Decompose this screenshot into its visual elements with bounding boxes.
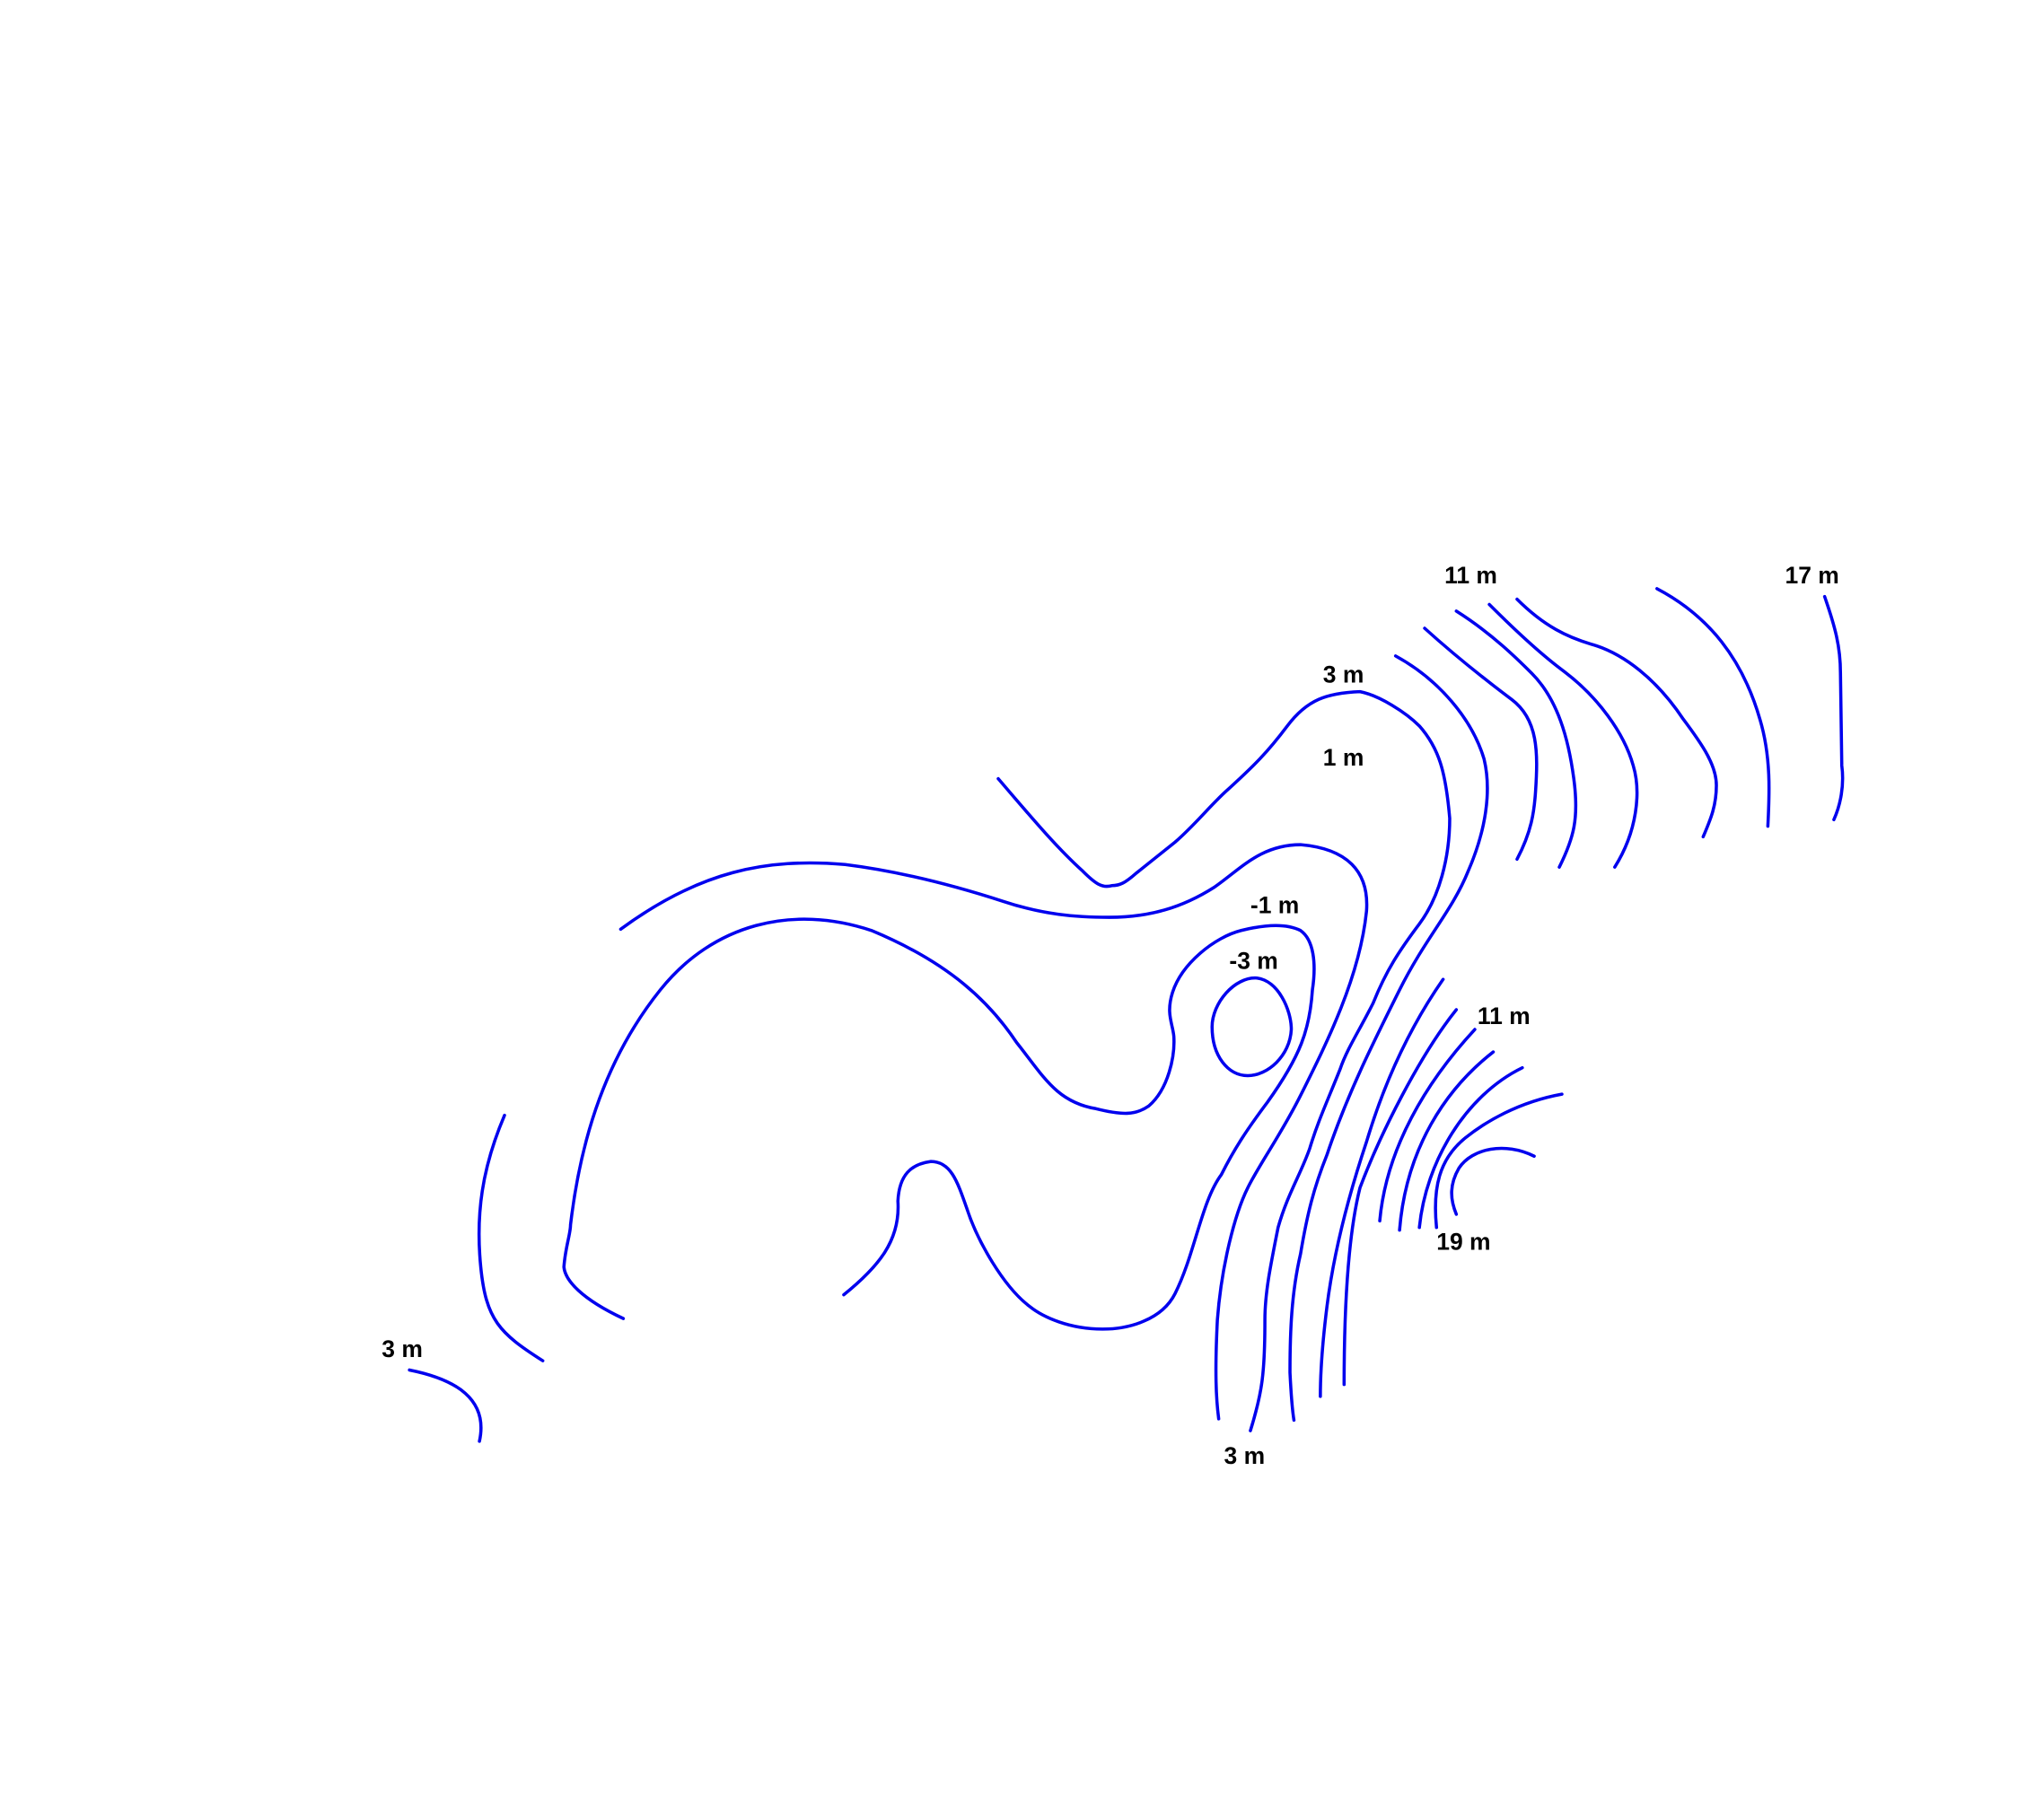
- contour-line: [1398, 1050, 1496, 1232]
- contour-line: [1487, 602, 1639, 869]
- contour-label: 3 m: [382, 1335, 423, 1362]
- contour-label: -3 m: [1229, 947, 1277, 974]
- contour-line: [996, 689, 1452, 1432]
- contour-line: [477, 1113, 545, 1362]
- contour-line: [1434, 1092, 1564, 1230]
- contour-label: 3 m: [1323, 661, 1364, 687]
- contour-line: [1515, 597, 1718, 839]
- contour-line: [1319, 977, 1445, 1398]
- contour-labels: 11 m 17 m 3 m 1 m -1 m -3 m 11 m 19 m 3 …: [382, 562, 1839, 1469]
- contour-line: [1655, 587, 1771, 828]
- contour-label: 11 m: [1444, 562, 1497, 589]
- contour-line: [1417, 1065, 1524, 1230]
- contour-line: [1450, 1146, 1536, 1216]
- contour-lines: [408, 587, 1845, 1443]
- contour-line: [618, 843, 1369, 1421]
- contour-label: 11 m: [1478, 1003, 1531, 1029]
- contour-line: [1210, 976, 1294, 1078]
- contour-line: [408, 1368, 483, 1443]
- contour-line: [562, 917, 1316, 1331]
- contour-label: 1 m: [1323, 744, 1364, 771]
- contour-line: [1342, 1008, 1459, 1387]
- contour-line: [1288, 654, 1489, 1423]
- contour-line: [1822, 594, 1845, 821]
- contour-line: [1454, 609, 1578, 869]
- contour-label: -1 m: [1250, 892, 1299, 919]
- contour-label: 17 m: [1785, 562, 1839, 589]
- contour-label: 3 m: [1224, 1442, 1265, 1469]
- contour-line: [1378, 1028, 1477, 1223]
- contour-line: [1423, 626, 1539, 862]
- contour-label: 19 m: [1436, 1229, 1490, 1256]
